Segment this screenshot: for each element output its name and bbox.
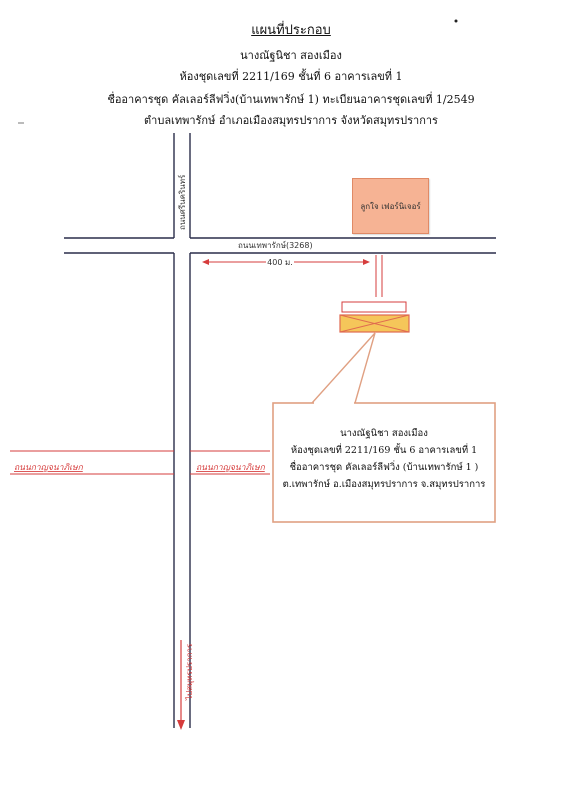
callout-building: ชื่ออาคารชุด คัลเลอร์ลีฟวิ่ง (บ้านเทพารั…	[289, 462, 479, 473]
callout-unit: ห้องชุดเลขที่ 2211/169 ชั้น 6 อาคารเลขที…	[290, 445, 478, 456]
distance-label: 400 ม.	[267, 258, 293, 267]
down-arrow-head	[177, 720, 185, 730]
theparak-road-label: ถนนเทพารักษ์(3268)	[238, 240, 313, 250]
to-samut-prakan-label: ไปสมุทรปราการ	[185, 643, 194, 701]
callout-text: นางณัฐนิชา สองเมือง ห้องชุดเลขที่ 2211/1…	[273, 403, 495, 522]
landmark-label: ลูกใจ เฟอร์นิเจอร์	[360, 201, 421, 211]
page-title: แผนที่ประกอบ	[251, 23, 331, 38]
srinakarin-road-label: ถนนศรีนครินทร์	[177, 174, 187, 230]
site-hatch-2	[339, 314, 410, 333]
callout-owner: นางณัฐนิชา สองเมือง	[340, 428, 428, 439]
callout-address: ต.เทพารักษ์ อ.เมืองสมุทรปราการ จ.สมุทรปร…	[282, 479, 486, 490]
distance-arrow-right-head	[363, 259, 370, 265]
unit-number: ห้องชุดเลขที่ 2211/169 ชั้นที่ 6 อาคารเล…	[179, 70, 403, 83]
building-outline	[341, 301, 407, 313]
kanchanaphisek-label-mid: ถนนกาญจนาภิเษก	[196, 463, 266, 473]
owner-name: นางณัฐนิชา สองเมือง	[240, 49, 342, 62]
building-name: ชื่ออาคารชุด คัลเลอร์ลีฟวิ่ง(บ้านเทพารัก…	[107, 93, 475, 106]
callout-box	[272, 402, 496, 523]
distance-arrow-left-head	[202, 259, 209, 265]
distance-label-bg	[266, 256, 294, 267]
address-line: ตำบลเทพารักษ์ อำเภอเมืองสมุทรปราการ จังห…	[144, 114, 438, 127]
callout-pointer	[311, 332, 376, 404]
scan-speck	[454, 19, 458, 23]
landmark-box	[352, 178, 429, 234]
kanchanaphisek-label-left: ถนนกาญจนาภิเษก	[14, 463, 84, 473]
